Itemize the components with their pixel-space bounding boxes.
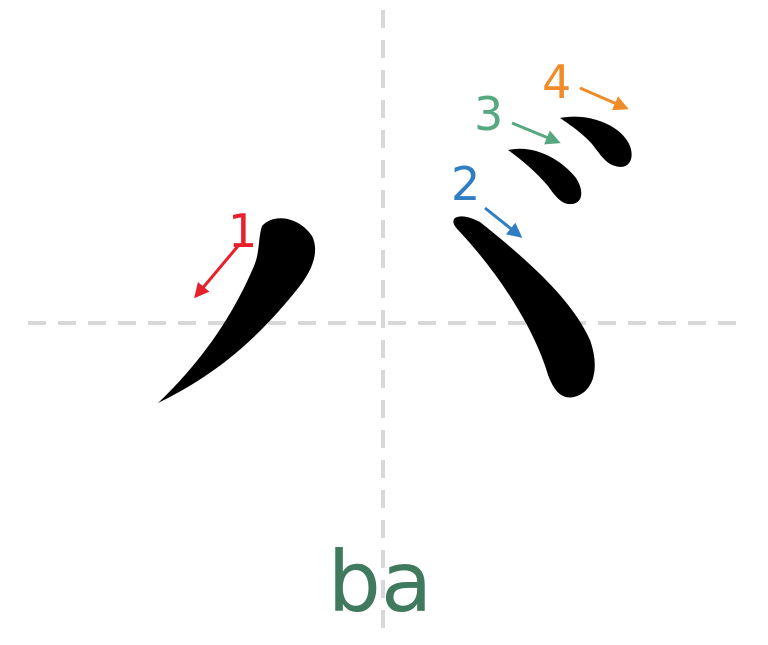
stroke-4-arrow: [579, 86, 629, 111]
stroke-1-number: 1: [228, 204, 257, 258]
romaji-label: ba: [328, 533, 433, 631]
stroke-2-arrow: [484, 206, 523, 238]
stroke-4-shape: [560, 116, 632, 167]
stroke-2-shape: [453, 216, 595, 398]
stroke-4-number: 4: [542, 55, 571, 109]
stroke-2-number: 2: [451, 157, 480, 211]
stroke-3-arrow: [511, 121, 561, 145]
stroke-1-arrow: [194, 245, 240, 299]
stroke-1-shape: [158, 218, 316, 403]
stroke-3-number: 3: [474, 87, 503, 141]
stroke-3-shape: [508, 148, 582, 205]
